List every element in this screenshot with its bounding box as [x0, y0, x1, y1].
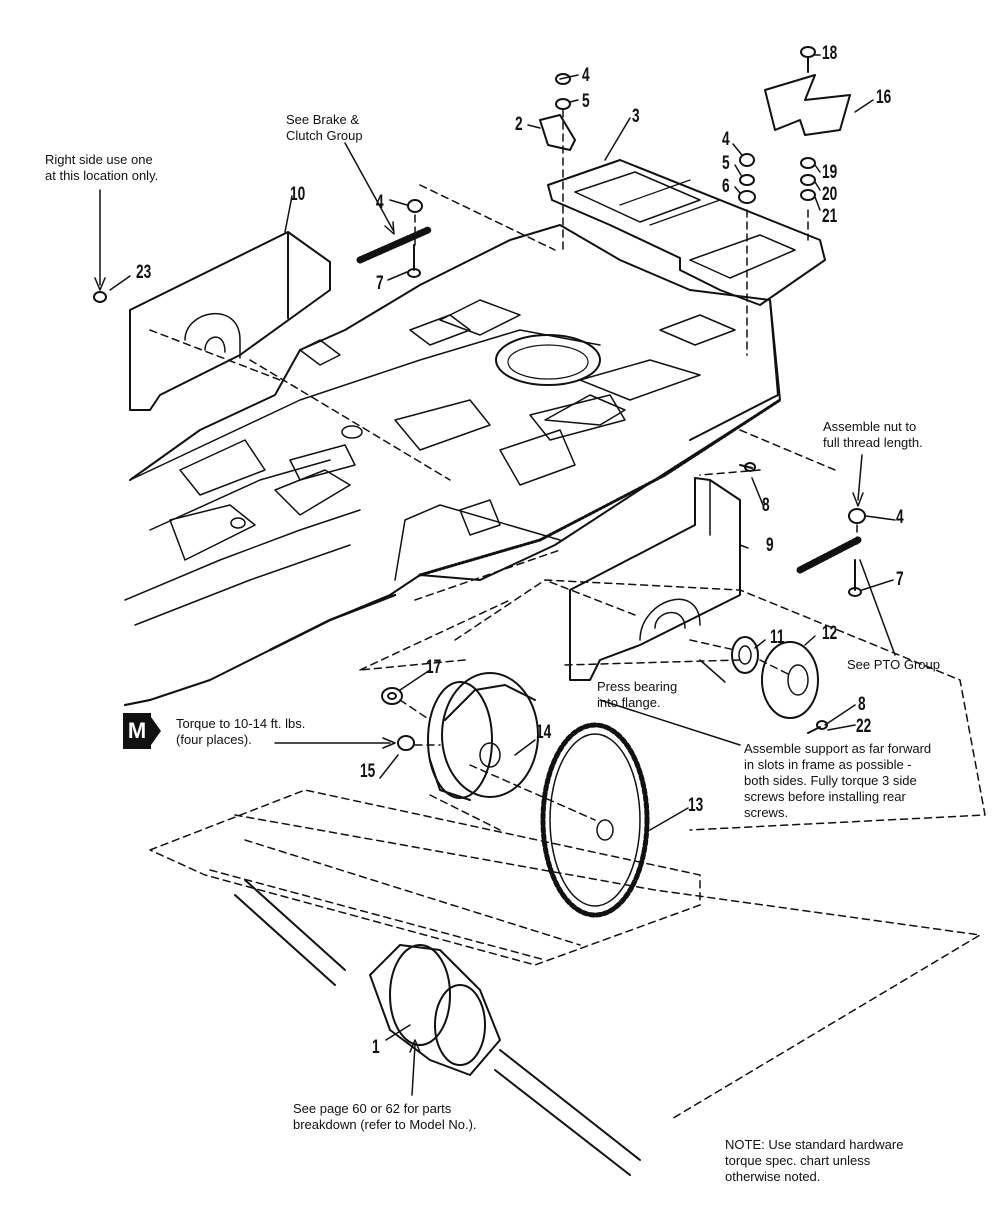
part-number-label: 12: [822, 623, 838, 644]
part-10-bracket: [129, 231, 331, 411]
part-number-label: 7: [896, 569, 904, 590]
hardware: [93, 46, 866, 751]
part-number-label: 15: [360, 761, 376, 782]
callout-assemble-support: Assemble support as far forward in slots…: [744, 741, 932, 820]
part-number-label: 10: [290, 184, 306, 205]
callout-see-page: See page 60 or 62 for parts breakdown (r…: [293, 1101, 477, 1132]
part-number-label: 4: [376, 192, 384, 213]
part-number-label: 19: [822, 162, 838, 183]
part-number-label: 17: [426, 657, 442, 678]
part-number-label: 8: [858, 694, 866, 715]
part-14-pulley: [427, 672, 539, 801]
part-number-label: 23: [136, 262, 152, 283]
spring-right: [796, 536, 862, 574]
part-3-plate: [547, 159, 826, 306]
part-number-label: 4: [896, 507, 904, 528]
callout-brake-clutch: See Brake & Clutch Group: [286, 112, 363, 143]
part-number-label: 6: [722, 176, 730, 197]
part-number-label: 21: [822, 206, 838, 227]
part-number-label: 20: [822, 184, 838, 205]
part-9-bracket: [569, 477, 741, 681]
spring-left: [356, 226, 432, 264]
part-number-label: 18: [822, 43, 838, 64]
part-number-label: 3: [632, 106, 640, 127]
callout-torque: Torque to 10-14 ft. lbs. (four places).: [176, 716, 306, 747]
part-number-label: 13: [688, 795, 704, 816]
part-number-label: 2: [515, 114, 523, 135]
part-number-label: 11: [770, 627, 785, 648]
part-number-label: 5: [582, 91, 590, 112]
part-number-label: 1: [372, 1037, 380, 1058]
part-number-label: 5: [722, 153, 730, 174]
callout-pto-group: See PTO Group: [847, 657, 940, 672]
part-number-label: 14: [536, 722, 552, 743]
callout-right-side: Right side use one at this location only…: [45, 152, 159, 183]
note-hardware-torque: NOTE: Use standard hardware torque spec.…: [725, 1137, 904, 1184]
part-number-label: 7: [376, 273, 384, 294]
part-number-label: 4: [582, 65, 590, 86]
dashed-guides: [149, 109, 986, 1121]
torque-marker-badge: M: [123, 713, 161, 749]
part-number-label: 22: [856, 716, 872, 737]
part-number-label: 16: [876, 87, 892, 108]
part-number-label: 8: [762, 495, 770, 516]
part-1-axle: [234, 879, 641, 1176]
part-number-label: 9: [766, 535, 774, 556]
leader-lines: [94, 54, 896, 1096]
callout-press-bearing: Press bearing into flange.: [597, 679, 678, 710]
part-11-bearing: [731, 636, 759, 674]
main-frame: [124, 224, 782, 706]
part-12-flange: [761, 641, 819, 719]
callout-assemble-nut: Assemble nut to full thread length.: [823, 419, 923, 450]
part-13-sprocket: [540, 722, 650, 918]
part-number-label: 4: [722, 129, 730, 150]
